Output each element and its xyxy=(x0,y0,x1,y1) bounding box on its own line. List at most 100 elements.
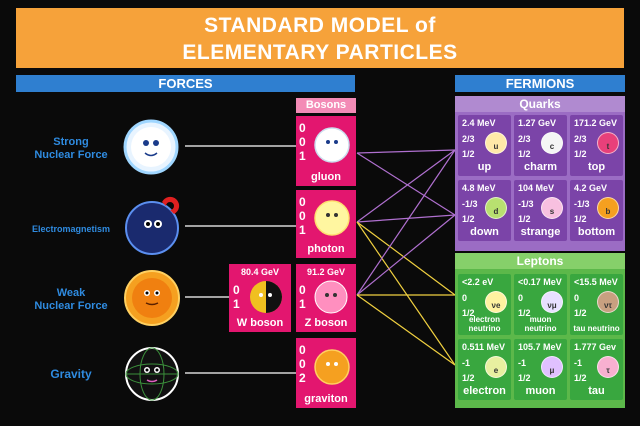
particle-ball-icon: νe xyxy=(485,291,507,313)
particle-charge: 0 xyxy=(574,293,580,303)
forces-header: FORCES xyxy=(16,75,355,92)
z-boson-ball-icon xyxy=(314,280,348,314)
particle-spin: 1/2 xyxy=(518,214,531,224)
force-label-line: Nuclear Force xyxy=(34,300,108,312)
force-label-line: Strong xyxy=(53,136,89,148)
particle-spin: 1/2 xyxy=(574,214,587,224)
title-banner: STANDARD MODEL of ELEMENTARY PARTICLES xyxy=(16,8,624,68)
force-label-line: Weak xyxy=(56,287,86,299)
particle-ball-icon: t xyxy=(597,132,619,154)
boson-name: photon xyxy=(307,243,345,255)
particle-ball-icon: τ xyxy=(597,356,619,378)
particle-spin: 1/2 xyxy=(462,373,475,383)
particle-charge: -1/3 xyxy=(574,199,590,209)
gluon-quark-line xyxy=(356,152,456,216)
leptons-header: Leptons xyxy=(455,253,625,269)
particle-name: muon xyxy=(525,385,556,397)
boson-card-z: 91.2 GeV 0 1 Z boson xyxy=(296,264,356,332)
particle-mass: 0.511 MeV xyxy=(462,342,506,352)
particle-charge: -1/3 xyxy=(518,199,534,209)
boson-mass: 80.4 GeV xyxy=(240,267,280,277)
quarks-header: Quarks xyxy=(455,96,625,112)
force-label-strong: Strong Nuclear Force xyxy=(16,136,126,162)
boson-spin: 1 xyxy=(233,297,240,311)
boson-mass-zero: 0 xyxy=(299,195,306,209)
particle-name: up xyxy=(477,161,492,173)
photon-lepton-line xyxy=(356,221,456,366)
photon-quark-line xyxy=(356,149,456,223)
particle-ball-icon: μ xyxy=(541,356,563,378)
particle-symbol: e xyxy=(493,366,499,375)
particle-ball-icon: b xyxy=(597,197,619,219)
particle-mass: 4.2 GeV xyxy=(574,183,608,193)
particle-mass: <2.2 eV xyxy=(462,277,494,287)
particle-ball-icon: s xyxy=(541,197,563,219)
boson-charge: 0 xyxy=(299,209,306,223)
particle-spin: 1/2 xyxy=(574,373,587,383)
particle-charge: 0 xyxy=(462,293,468,303)
boson-name: Z boson xyxy=(304,317,348,329)
force-label-em: Electromagnetism xyxy=(16,223,126,236)
particle-name: top xyxy=(587,161,606,173)
particle-charge: -1 xyxy=(462,358,471,368)
quark-card: 1.27 GeV 2/3 1/2 c charm xyxy=(514,115,567,176)
gluon-ball-icon xyxy=(314,127,350,163)
particle-name: down xyxy=(470,226,499,238)
boson-spin: 1 xyxy=(299,223,306,237)
gravity-icon xyxy=(118,344,188,406)
particle-name: strange xyxy=(520,226,561,238)
boson-card-photon: 0 0 1 photon xyxy=(296,190,356,258)
photon-ball-icon xyxy=(314,200,350,236)
particle-ball-icon: νμ xyxy=(541,291,563,313)
boson-spin: 2 xyxy=(299,371,306,385)
particle-name: charm xyxy=(523,161,558,173)
lepton-card: <2.2 eV 0 1/2 νe electron neutrino xyxy=(458,274,511,335)
force-label-line: Electromagnetism xyxy=(31,224,111,234)
graviton-ball-icon xyxy=(314,349,350,385)
particle-name: electron neutrino xyxy=(468,315,501,333)
boson-card-gluon: 0 0 1 gluon xyxy=(296,116,356,186)
boson-mass-zero: 0 xyxy=(299,121,306,135)
particle-spin: 1/2 xyxy=(462,308,475,318)
boson-mass: 91.2 GeV xyxy=(306,267,346,277)
particle-charge: -1 xyxy=(518,358,527,368)
gluon-quark-line xyxy=(356,149,456,154)
bosons-header: Bosons xyxy=(296,98,356,113)
particle-mass: 1.777 Gev xyxy=(574,342,617,352)
particle-ball-icon: d xyxy=(485,197,507,219)
particle-symbol: c xyxy=(549,142,555,151)
particle-mass: 105.7 MeV xyxy=(518,342,562,352)
particle-charge: -1/3 xyxy=(462,199,478,209)
particle-symbol: ντ xyxy=(603,301,613,310)
particle-mass: 1.27 GeV xyxy=(518,118,557,128)
boson-card-graviton: 0 0 2 graviton xyxy=(296,338,356,408)
boson-name: gluon xyxy=(311,171,341,183)
particle-ball-icon: c xyxy=(541,132,563,154)
photon-quark-line xyxy=(356,214,456,223)
particle-mass: <15.5 MeV xyxy=(574,277,618,287)
particle-ball-icon: ντ xyxy=(597,291,619,313)
strong-force-icon xyxy=(116,118,186,178)
particle-spin: 1/2 xyxy=(518,149,531,159)
force-label-weak: Weak Nuclear Force xyxy=(16,287,126,313)
particle-spin: 1/2 xyxy=(462,214,475,224)
boson-charge: 0 xyxy=(299,283,306,297)
particle-symbol: d xyxy=(493,207,499,216)
boson-mass-zero: 0 xyxy=(299,343,306,357)
boson-charge: 0 xyxy=(299,357,306,371)
particle-mass: 171.2 GeV xyxy=(574,118,618,128)
boson-charge: 0 xyxy=(299,135,306,149)
particle-charge: 2/3 xyxy=(518,134,531,144)
weak-force-icon xyxy=(118,268,188,330)
force-label-gravity: Gravity xyxy=(16,368,126,381)
photon-lepton-line xyxy=(356,221,456,296)
force-label-line: Nuclear Force xyxy=(34,149,108,161)
particle-name: bottom xyxy=(577,226,616,238)
